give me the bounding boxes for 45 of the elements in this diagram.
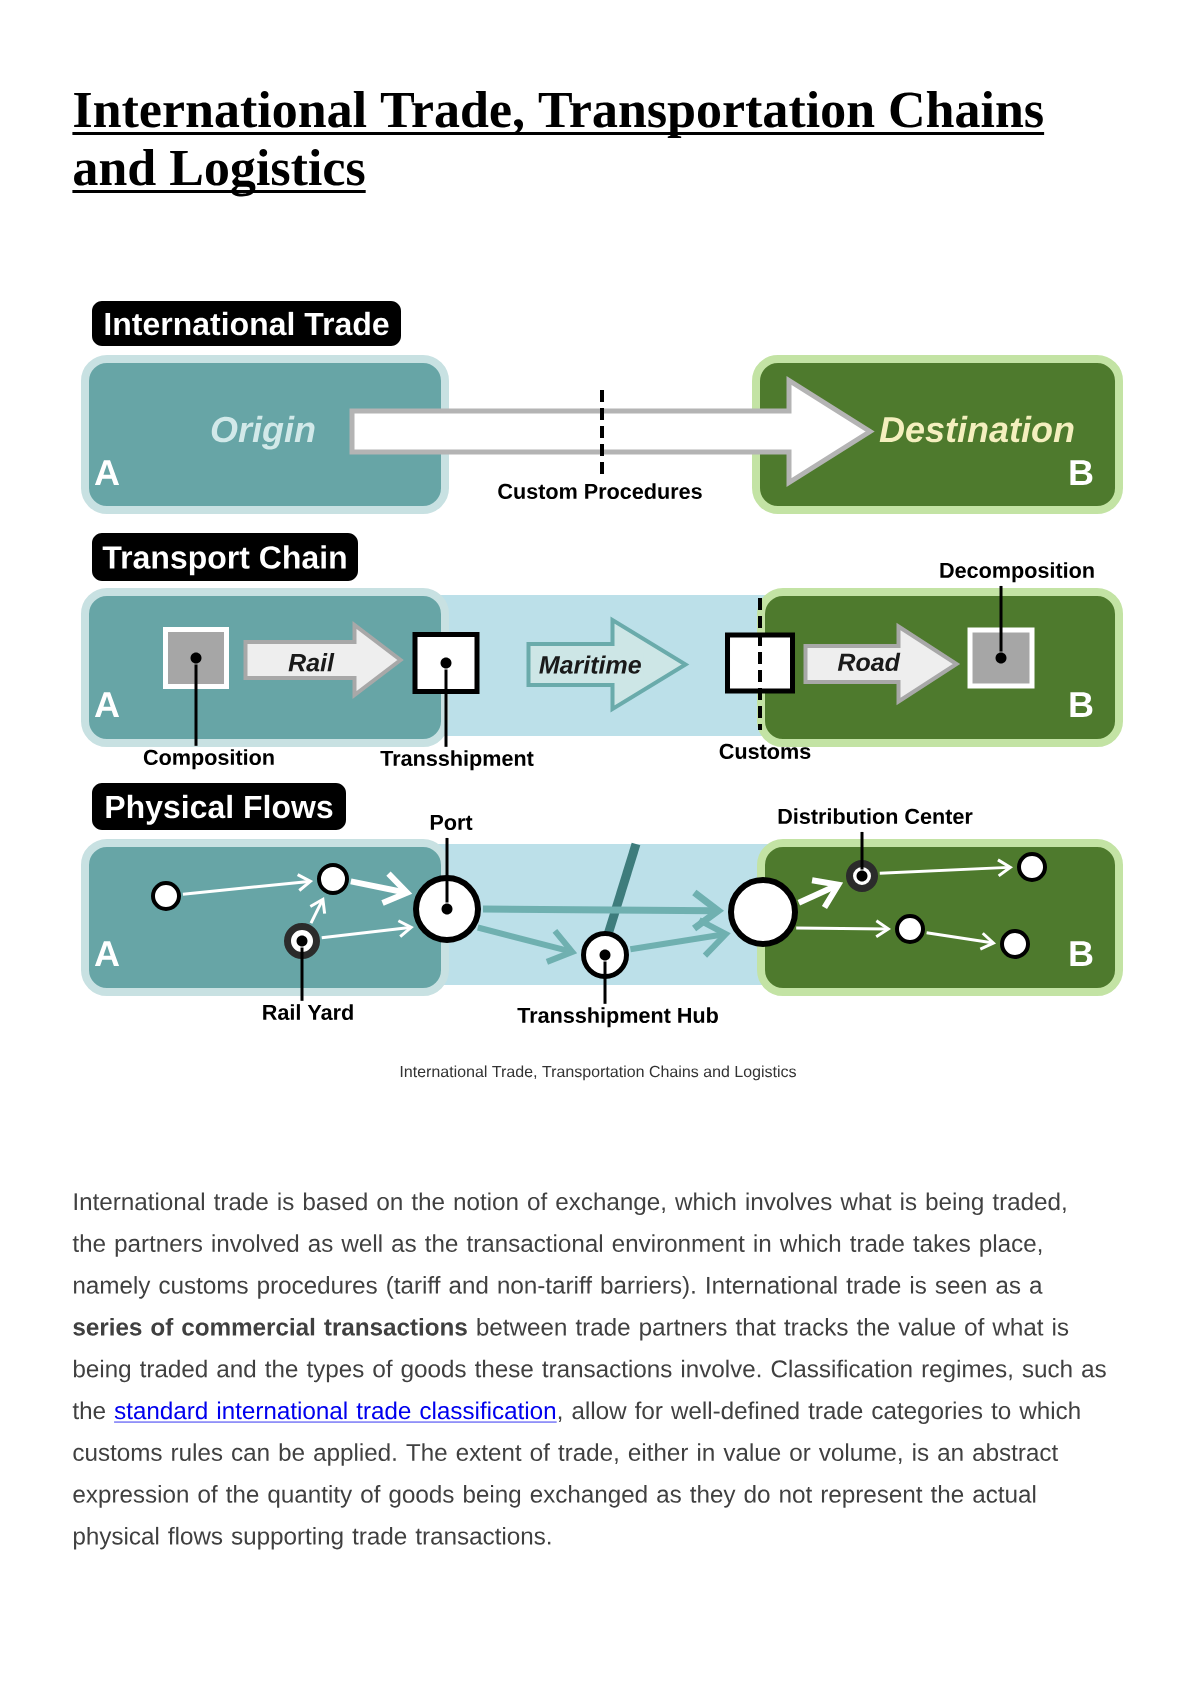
- leader-line: [444, 669, 448, 747]
- region-box: A: [81, 839, 449, 996]
- arrow-label: Rail: [286, 651, 336, 674]
- circle-marker: [1017, 852, 1047, 882]
- circle-marker: [1000, 929, 1030, 959]
- arrow: [629, 917, 731, 958]
- circle-marker: [151, 881, 181, 911]
- callout-label: Port: [430, 814, 473, 830]
- circle-marker: [284, 923, 320, 959]
- section-tab: International Trade: [92, 301, 401, 346]
- callout-label: Transshipment Hub: [517, 1007, 718, 1028]
- callout-label: Composition: [143, 749, 274, 770]
- arrow: [321, 919, 414, 940]
- leader-line: [300, 947, 304, 1001]
- arrow-label: Road: [835, 650, 902, 673]
- arrow: [309, 896, 327, 924]
- circle-marker: [317, 863, 349, 895]
- page-title: International Trade, Transportation Chains and Logistics: [72, 90, 1045, 197]
- leader-line: [999, 585, 1003, 652]
- arrow: [926, 931, 997, 951]
- callout-label: Custom Procedures: [498, 483, 702, 499]
- arrow: [796, 919, 891, 939]
- body-paragraph: International trade is based on the notion of exchange, which involves what is being traded, the partners involved as well as the transactional environment in which trade takes place, namely customs procedures (tariff and non-tariff barriers). International trade is seen as a series of commercial transactions between trade partners that tracks the value of what is being traded and the types of goods these transactions involve. Classification regimes, such as the standard international trade classification, allow for well-defined trade categories to which customs rules can be applied. The extent of trade, either in value or volume, is an abstract expression of the quantity of goods being exchanged as they do not represent the actual physical flows supporting trade transactions.: [72, 1192, 1106, 1550]
- leader-line: [860, 831, 864, 870]
- callout-label: Rail Yard: [263, 1004, 353, 1020]
- section-tab: Physical Flows: [92, 783, 346, 830]
- callout-label: Distribution Center: [778, 808, 973, 824]
- arrow: [182, 873, 314, 896]
- callout-label: Decomposition: [940, 562, 1094, 583]
- circle-marker: [846, 860, 878, 892]
- text-link: standard international trade classification: [113, 1401, 558, 1423]
- square-marker: [967, 627, 1035, 689]
- square-marker: [412, 632, 480, 694]
- block-arrow: [349, 375, 875, 488]
- section-tab: Transport Chain: [92, 533, 358, 581]
- square-marker: [163, 627, 229, 689]
- arrow: [477, 924, 578, 965]
- leader-line: [194, 664, 198, 746]
- arrow: [879, 858, 1013, 878]
- callout-label: Transshipment: [380, 750, 534, 771]
- region-box: Origin A: [81, 355, 449, 514]
- leader-line: [445, 837, 449, 903]
- leader-line: [603, 961, 607, 1004]
- figure-caption: International Trade, Transportation Chains and Logistics: [400, 1065, 796, 1081]
- circle-marker: [895, 914, 925, 944]
